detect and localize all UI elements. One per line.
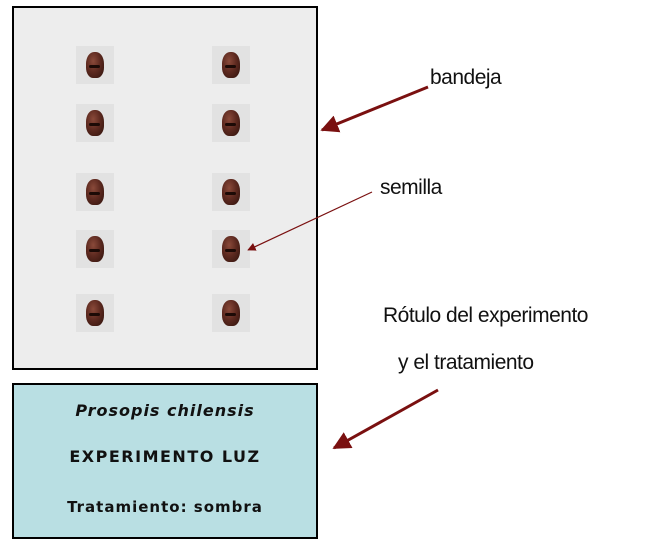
seed-cell xyxy=(212,294,250,332)
seed xyxy=(222,236,240,262)
tray-arrow xyxy=(320,85,429,133)
species-name: Prosopis chilensis xyxy=(75,401,255,420)
seed-arrow xyxy=(247,191,373,251)
seed xyxy=(86,110,104,136)
seed-cell xyxy=(212,230,250,268)
seed xyxy=(86,300,104,326)
seed xyxy=(222,52,240,78)
label-arrow xyxy=(332,388,439,450)
seed-cell xyxy=(212,104,250,142)
seed-cell xyxy=(76,230,114,268)
seed-cell xyxy=(76,294,114,332)
label-callout-line2: y el tratamiento xyxy=(398,351,534,374)
tray xyxy=(12,6,318,370)
seed xyxy=(222,179,240,205)
experiment-label-box: Prosopis chilensis EXPERIMENTO LUZ Trata… xyxy=(12,383,318,539)
seed xyxy=(86,236,104,262)
tray-callout: bandeja xyxy=(430,66,502,89)
seed-cell xyxy=(212,173,250,211)
seed-cell xyxy=(76,173,114,211)
seed-cell xyxy=(76,46,114,84)
treatment-text: Tratamiento: sombra xyxy=(67,498,263,516)
seed xyxy=(222,110,240,136)
label-callout-line1: Rótulo del experimento xyxy=(383,304,588,327)
seed xyxy=(86,52,104,78)
seed-cell xyxy=(76,104,114,142)
seed-cell xyxy=(212,46,250,84)
experiment-name: EXPERIMENTO LUZ xyxy=(69,447,261,466)
seed-callout: semilla xyxy=(380,176,442,199)
seed xyxy=(222,300,240,326)
seed xyxy=(86,179,104,205)
